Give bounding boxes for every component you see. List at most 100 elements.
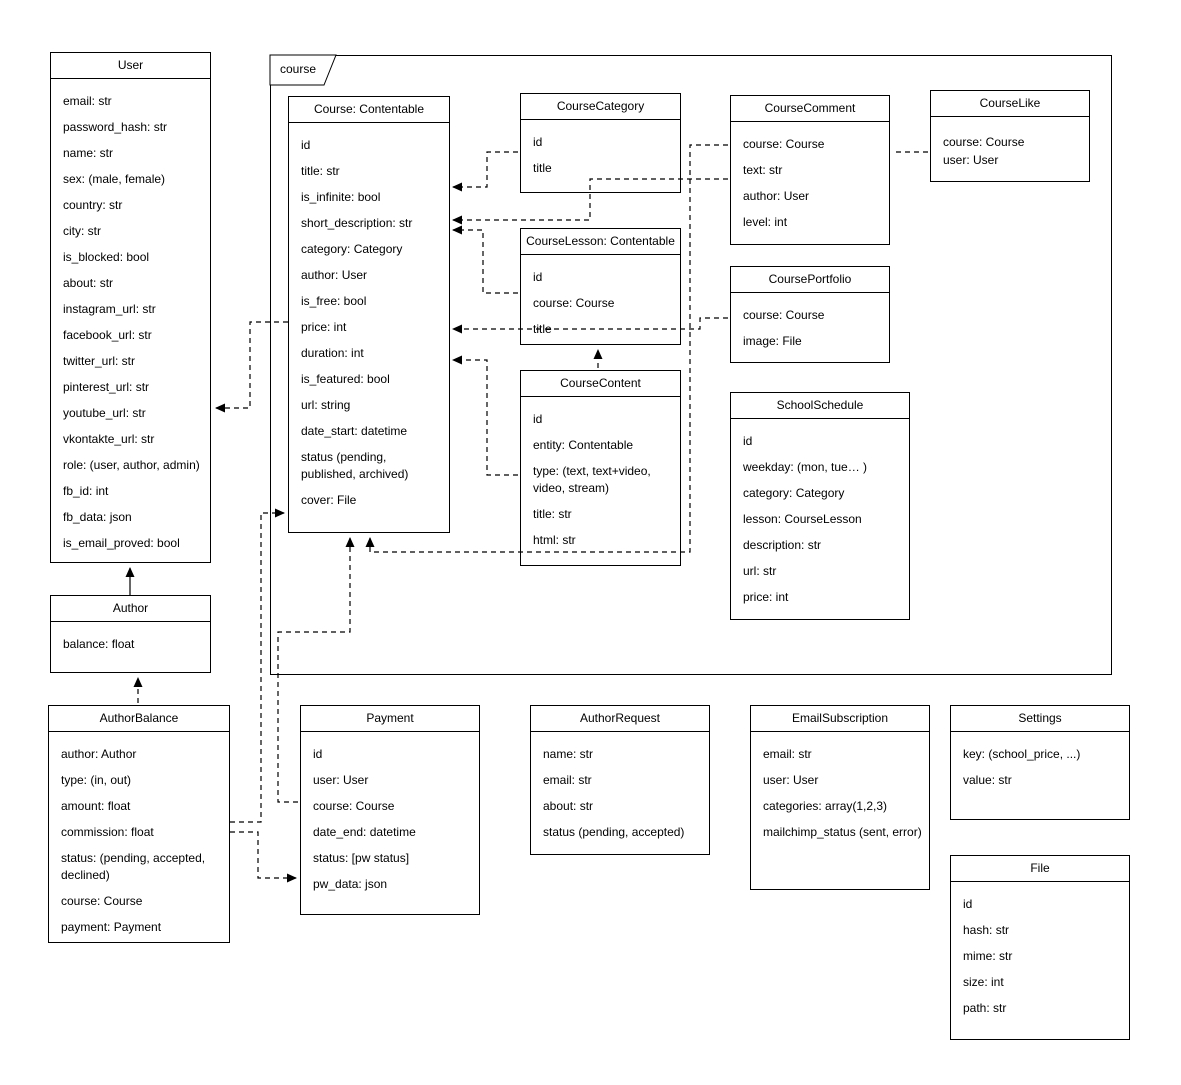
attribute-row: status (pending, accepted) xyxy=(543,825,685,839)
attribute-row: balance: float xyxy=(63,637,135,651)
attribute-row: title: str xyxy=(533,507,572,521)
attribute-row: name: str xyxy=(543,747,594,761)
entity-payment-attributes: id user: User course: Course date_end: date… xyxy=(301,732,479,893)
attribute-row: categories: array(1,2,3) xyxy=(763,799,888,813)
entity-settings: Settings key: (school_price, ...) value: … xyxy=(950,705,1130,820)
entity-course-comment-title: CourseComment xyxy=(731,96,889,122)
attribute-row: category: Category xyxy=(301,242,403,256)
attribute-row: lesson: CourseLesson xyxy=(743,512,862,526)
attribute-row: id xyxy=(313,747,323,761)
entity-author-request-title: AuthorRequest xyxy=(531,706,709,732)
attribute-row: status (pending, published, archived) xyxy=(301,450,409,481)
attribute-row: id xyxy=(533,412,543,426)
attribute-row: short_description: str xyxy=(301,216,413,230)
entity-course-portfolio-title: CoursePortfolio xyxy=(731,267,889,293)
attribute-row: mime: str xyxy=(963,949,1013,963)
attribute-row: password_hash: str xyxy=(63,120,168,134)
attribute-row: name: str xyxy=(63,146,114,160)
entity-author-attributes: balance: float xyxy=(51,622,210,653)
entity-course-portfolio-attributes: course: Course image: File xyxy=(731,293,889,350)
attribute-row: twitter_url: str xyxy=(63,354,136,368)
attribute-row: amount: float xyxy=(61,799,131,813)
attribute-row: date_start: datetime xyxy=(301,424,408,438)
attribute-row: pw_data: json xyxy=(313,877,388,891)
attribute-row: value: str xyxy=(963,773,1012,787)
entity-course-lesson: CourseLesson: Contentable id course: Cour… xyxy=(520,228,681,345)
attribute-row: id xyxy=(301,138,311,152)
attribute-row: sex: (male, female) xyxy=(63,172,166,186)
attribute-row: size: int xyxy=(963,975,1004,989)
attribute-row: fb_id: int xyxy=(63,484,109,498)
entity-file-title: File xyxy=(951,856,1129,882)
attribute-row: id xyxy=(533,270,543,284)
attribute-row: commission: float xyxy=(61,825,154,839)
attribute-row: is_featured: bool xyxy=(301,372,390,386)
entity-course-title: Course: Contentable xyxy=(289,97,449,123)
entity-author-title: Author xyxy=(51,596,210,622)
attribute-row: mailchimp_status (sent, error) xyxy=(763,825,922,839)
attribute-row: pinterest_url: str xyxy=(63,380,150,394)
attribute-row: title xyxy=(533,322,552,336)
attribute-row: type: (text, text+video, video, stream) xyxy=(533,464,651,495)
attribute-row: key: (school_price, ...) xyxy=(963,747,1081,761)
attribute-row: id xyxy=(533,135,543,149)
entity-email-subscription: EmailSubscription email: str user: User ca… xyxy=(750,705,930,890)
attribute-row: duration: int xyxy=(301,346,364,360)
entity-email-subscription-attributes: email: str user: User categories: array(1,… xyxy=(751,732,929,841)
attribute-row: cover: File xyxy=(301,493,357,507)
attribute-row: fb_data: json xyxy=(63,510,132,524)
entity-user-attributes: email: str password_hash: str name: str sex… xyxy=(51,79,210,552)
attribute-row: course: Course xyxy=(743,308,825,322)
attribute-row: about: str xyxy=(543,799,594,813)
attribute-row: status: [pw status] xyxy=(313,851,410,865)
attribute-row: author: User xyxy=(301,268,368,282)
attribute-row: user: User xyxy=(313,773,369,787)
course-frame-label: course xyxy=(279,62,317,76)
attribute-row: date_end: datetime xyxy=(313,825,416,839)
entity-user-title: User xyxy=(51,53,210,79)
entity-payment: Payment id user: User course: Course date_e… xyxy=(300,705,480,915)
attribute-row: price: int xyxy=(743,590,789,604)
attribute-row: status: (pending, accepted, declined) xyxy=(61,851,206,882)
entity-user: User email: str password_hash: str name: s… xyxy=(50,52,211,563)
attribute-row: image: File xyxy=(743,334,802,348)
attribute-row: type: (in, out) xyxy=(61,773,132,787)
entity-payment-title: Payment xyxy=(301,706,479,732)
attribute-row: author: User xyxy=(743,189,810,203)
attribute-row: youtube_url: str xyxy=(63,406,146,420)
attribute-row: weekday: (mon, tue… ) xyxy=(743,460,868,474)
entity-settings-attributes: key: (school_price, ...) value: str xyxy=(951,732,1129,789)
entity-course-lesson-title: CourseLesson: Contentable xyxy=(521,229,680,255)
attribute-row: city: str xyxy=(63,224,101,238)
attribute-row: user: User xyxy=(763,773,819,787)
attribute-row: about: str xyxy=(63,276,114,290)
attribute-row: title: str xyxy=(301,164,340,178)
attribute-row: course: Course xyxy=(61,894,143,908)
entity-email-subscription-title: EmailSubscription xyxy=(751,706,929,732)
attribute-row: url: str xyxy=(743,564,777,578)
attribute-row: id xyxy=(743,434,753,448)
attribute-row: url: string xyxy=(301,398,351,412)
attribute-row: course: Course xyxy=(533,296,615,310)
attribute-row: email: str xyxy=(763,747,812,761)
attribute-row: email: str xyxy=(63,94,112,108)
attribute-row: is_email_proved: bool xyxy=(63,536,180,550)
connector-authorbalance-payment xyxy=(230,831,297,883)
attribute-row: course: Course xyxy=(743,137,825,151)
attribute-row: entity: Contentable xyxy=(533,438,634,452)
entity-settings-title: Settings xyxy=(951,706,1129,732)
attribute-row: course: Course xyxy=(313,799,395,813)
attribute-row: level: int xyxy=(743,215,788,229)
